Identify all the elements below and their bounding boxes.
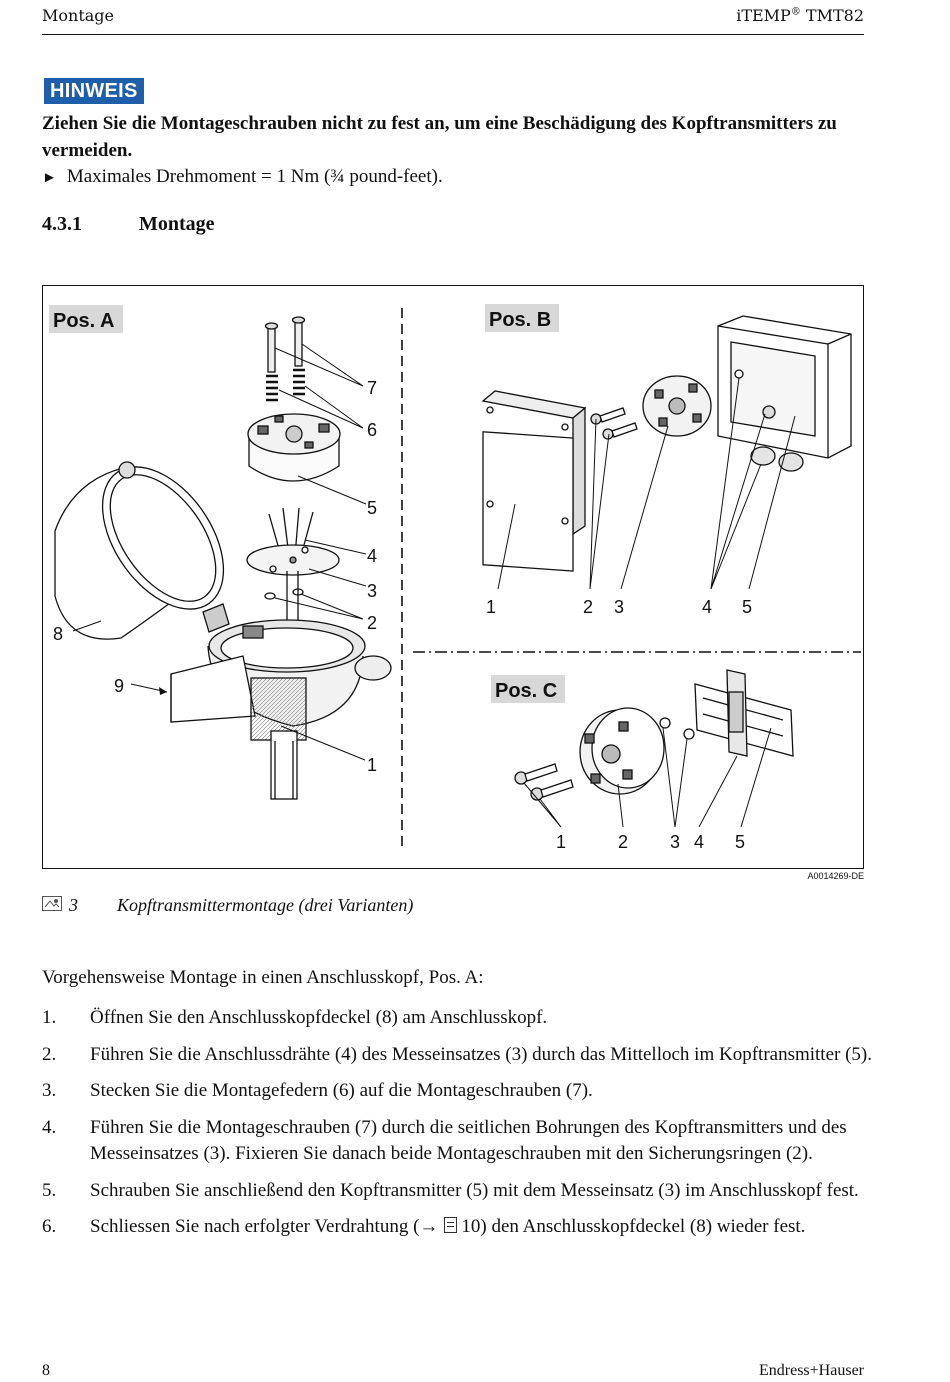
field-housing-assembly	[481, 315, 852, 572]
notice-badge: HINWEIS	[44, 78, 144, 104]
step-number: 3.	[42, 1080, 57, 1101]
pos-b-label-5: 5	[742, 597, 752, 617]
figure-caption-number: 3	[69, 895, 78, 915]
pos-b-label-4: 4	[702, 597, 712, 617]
document-page-icon	[444, 1217, 458, 1233]
step-text: Führen Sie die Anschlussdrähte (4) des M…	[90, 1043, 872, 1065]
procedure-step: 5. Schrauben Sie anschließend den Kopftra…	[42, 1178, 872, 1205]
pos-b-label-1: 1	[486, 597, 496, 617]
pos-c-label-5: 5	[735, 832, 745, 852]
product-model: TMT82	[800, 6, 864, 25]
pos-a-label: Pos. A	[53, 310, 115, 332]
step-text: Schrauben Sie anschließend den Kopftrans…	[90, 1179, 859, 1201]
registered-mark: ®	[790, 6, 801, 18]
procedure-step: 3. Stecken Sie die Montagefedern (6) auf …	[42, 1078, 872, 1105]
step-number: 5.	[42, 1179, 57, 1201]
pos-c-label-4: 4	[694, 832, 704, 852]
pos-a-label-1: 1	[367, 755, 377, 775]
step-text-end: ) den Anschlusskopfdeckel (8) wieder fes…	[480, 1216, 806, 1237]
pos-a-leaders	[72, 343, 367, 761]
step-text: Stecken Sie die Montagefedern (6) auf di…	[90, 1080, 593, 1101]
pos-c-leaders	[523, 727, 772, 828]
step-number: 2.	[42, 1043, 57, 1065]
figure-caption-icon	[42, 896, 62, 911]
din-rail-assembly	[514, 669, 794, 801]
step-text: Führen Sie die Montageschrauben (7) durc…	[90, 1116, 847, 1165]
running-header-product: iTEMP® TMT82	[736, 6, 864, 25]
pos-b-label-2: 2	[583, 597, 593, 617]
pos-a-label-5: 5	[367, 498, 377, 518]
pos-a-label-6: 6	[367, 420, 377, 440]
pos-c-label: Pos. C	[495, 680, 557, 702]
figure-id: A0014269-DE	[807, 871, 864, 881]
notice-text: Ziehen Sie die Montageschrauben nicht zu…	[42, 113, 837, 161]
terminal-head-assembly	[54, 316, 392, 800]
page-number: 8	[42, 1362, 50, 1379]
mounting-figure: Pos. A Pos. B Pos. C	[42, 285, 864, 869]
figure-caption-text: Kopftransmittermontage (drei Varianten)	[117, 895, 414, 915]
notice-step-text: Maximales Drehmoment = 1 Nm (¾ pound-fee…	[66, 166, 443, 187]
step-text: Schliessen Sie nach erfolgter Verdrahtun…	[90, 1216, 439, 1237]
pos-c-label-1: 1	[556, 832, 566, 852]
pos-b-label: Pos. B	[489, 309, 551, 331]
pos-a-label-8: 8	[53, 624, 63, 644]
footer-brand: Endress+Hauser	[759, 1362, 864, 1379]
pos-c-label-2: 2	[618, 832, 628, 852]
arrow-right-icon: ►	[42, 170, 57, 186]
step-number: 6.	[42, 1216, 57, 1237]
page-reference-link[interactable]: 10	[461, 1216, 481, 1237]
pos-a-label-2: 2	[367, 613, 377, 633]
pos-a-label-7: 7	[367, 378, 377, 398]
pos-b-leaders	[497, 377, 796, 590]
step-number: 1.	[42, 1007, 57, 1028]
running-header-section: Montage	[42, 6, 114, 25]
section-number: 4.3.1	[42, 213, 82, 235]
procedure-steps: 1. Öffnen Sie den Anschlusskopfdeckel (8)…	[42, 1005, 872, 1251]
procedure-intro: Vorgehensweise Montage in einen Anschlus…	[42, 967, 484, 988]
pos-a-label-4: 4	[367, 546, 377, 566]
pos-a-label-3: 3	[367, 581, 377, 601]
step-text: Öffnen Sie den Anschlusskopfdeckel (8) a…	[90, 1007, 548, 1028]
product-brand: iTEMP	[736, 6, 791, 25]
procedure-step: 2. Führen Sie die Anschlussdrähte (4) des…	[42, 1042, 872, 1069]
section-title: Montage	[139, 213, 215, 235]
pos-a-label-9: 9	[114, 676, 124, 696]
procedure-step: 6. Schliessen Sie nach erfolgter Verdraht…	[42, 1214, 872, 1241]
pos-c-label-3: 3	[670, 832, 680, 852]
procedure-step: 4. Führen Sie die Montageschrauben (7) du…	[42, 1115, 872, 1168]
step-number: 4.	[42, 1116, 57, 1138]
procedure-step: 1. Öffnen Sie den Anschlusskopfdeckel (8)…	[42, 1005, 872, 1032]
header-rule	[42, 34, 864, 35]
mounting-illustration: Pos. A Pos. B Pos. C	[49, 304, 861, 852]
pos-a-leader-arrowhead	[159, 687, 167, 695]
notice-step: ► Maximales Drehmoment = 1 Nm (¾ pound-fe…	[42, 164, 443, 191]
pos-b-label-3: 3	[614, 597, 624, 617]
